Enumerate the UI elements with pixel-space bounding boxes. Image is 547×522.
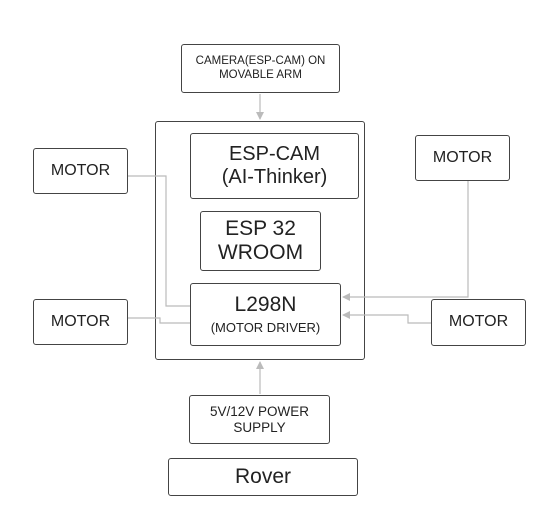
esp32-label-line1: ESP 32 xyxy=(225,216,296,240)
power-supply-node: 5V/12V POWER SUPPLY xyxy=(189,395,330,444)
power-supply-label-line2: SUPPLY xyxy=(233,419,286,435)
esp32-node: ESP 32 WROOM xyxy=(200,211,321,271)
camera-node: CAMERA(ESP-CAM) ON MOVABLE ARM xyxy=(181,44,340,93)
motor-bottom-right-node: MOTOR xyxy=(431,299,526,346)
motor-top-left-label: MOTOR xyxy=(50,161,111,179)
motor-bottom-left-label: MOTOR xyxy=(50,312,111,330)
rover-label: Rover xyxy=(234,464,292,488)
rover-node: Rover xyxy=(168,458,358,496)
motor-bottom-right-label: MOTOR xyxy=(448,313,509,331)
motor-bottom-left-node: MOTOR xyxy=(33,299,128,345)
power-supply-label-line1: 5V/12V POWER xyxy=(209,403,310,419)
esp-cam-label-line1: ESP-CAM xyxy=(228,143,321,165)
esp-cam-node: ESP-CAM (AI-Thinker) xyxy=(190,133,359,199)
motor-driver-label-line2: (MOTOR DRIVER) xyxy=(210,319,321,335)
esp32-label-line2: WROOM xyxy=(217,241,304,264)
motor-top-left-node: MOTOR xyxy=(33,148,128,194)
motor-top-right-label: MOTOR xyxy=(432,148,493,166)
motor-driver-label-line1: L298N xyxy=(234,293,297,317)
esp-cam-label-line2: (AI-Thinker) xyxy=(221,166,328,188)
motor-top-right-node: MOTOR xyxy=(415,135,510,181)
camera-label-line1: CAMERA(ESP-CAM) ON xyxy=(195,55,326,68)
motor-driver-node: L298N (MOTOR DRIVER) xyxy=(190,283,341,346)
camera-label-line2: MOVABLE ARM xyxy=(219,68,302,81)
